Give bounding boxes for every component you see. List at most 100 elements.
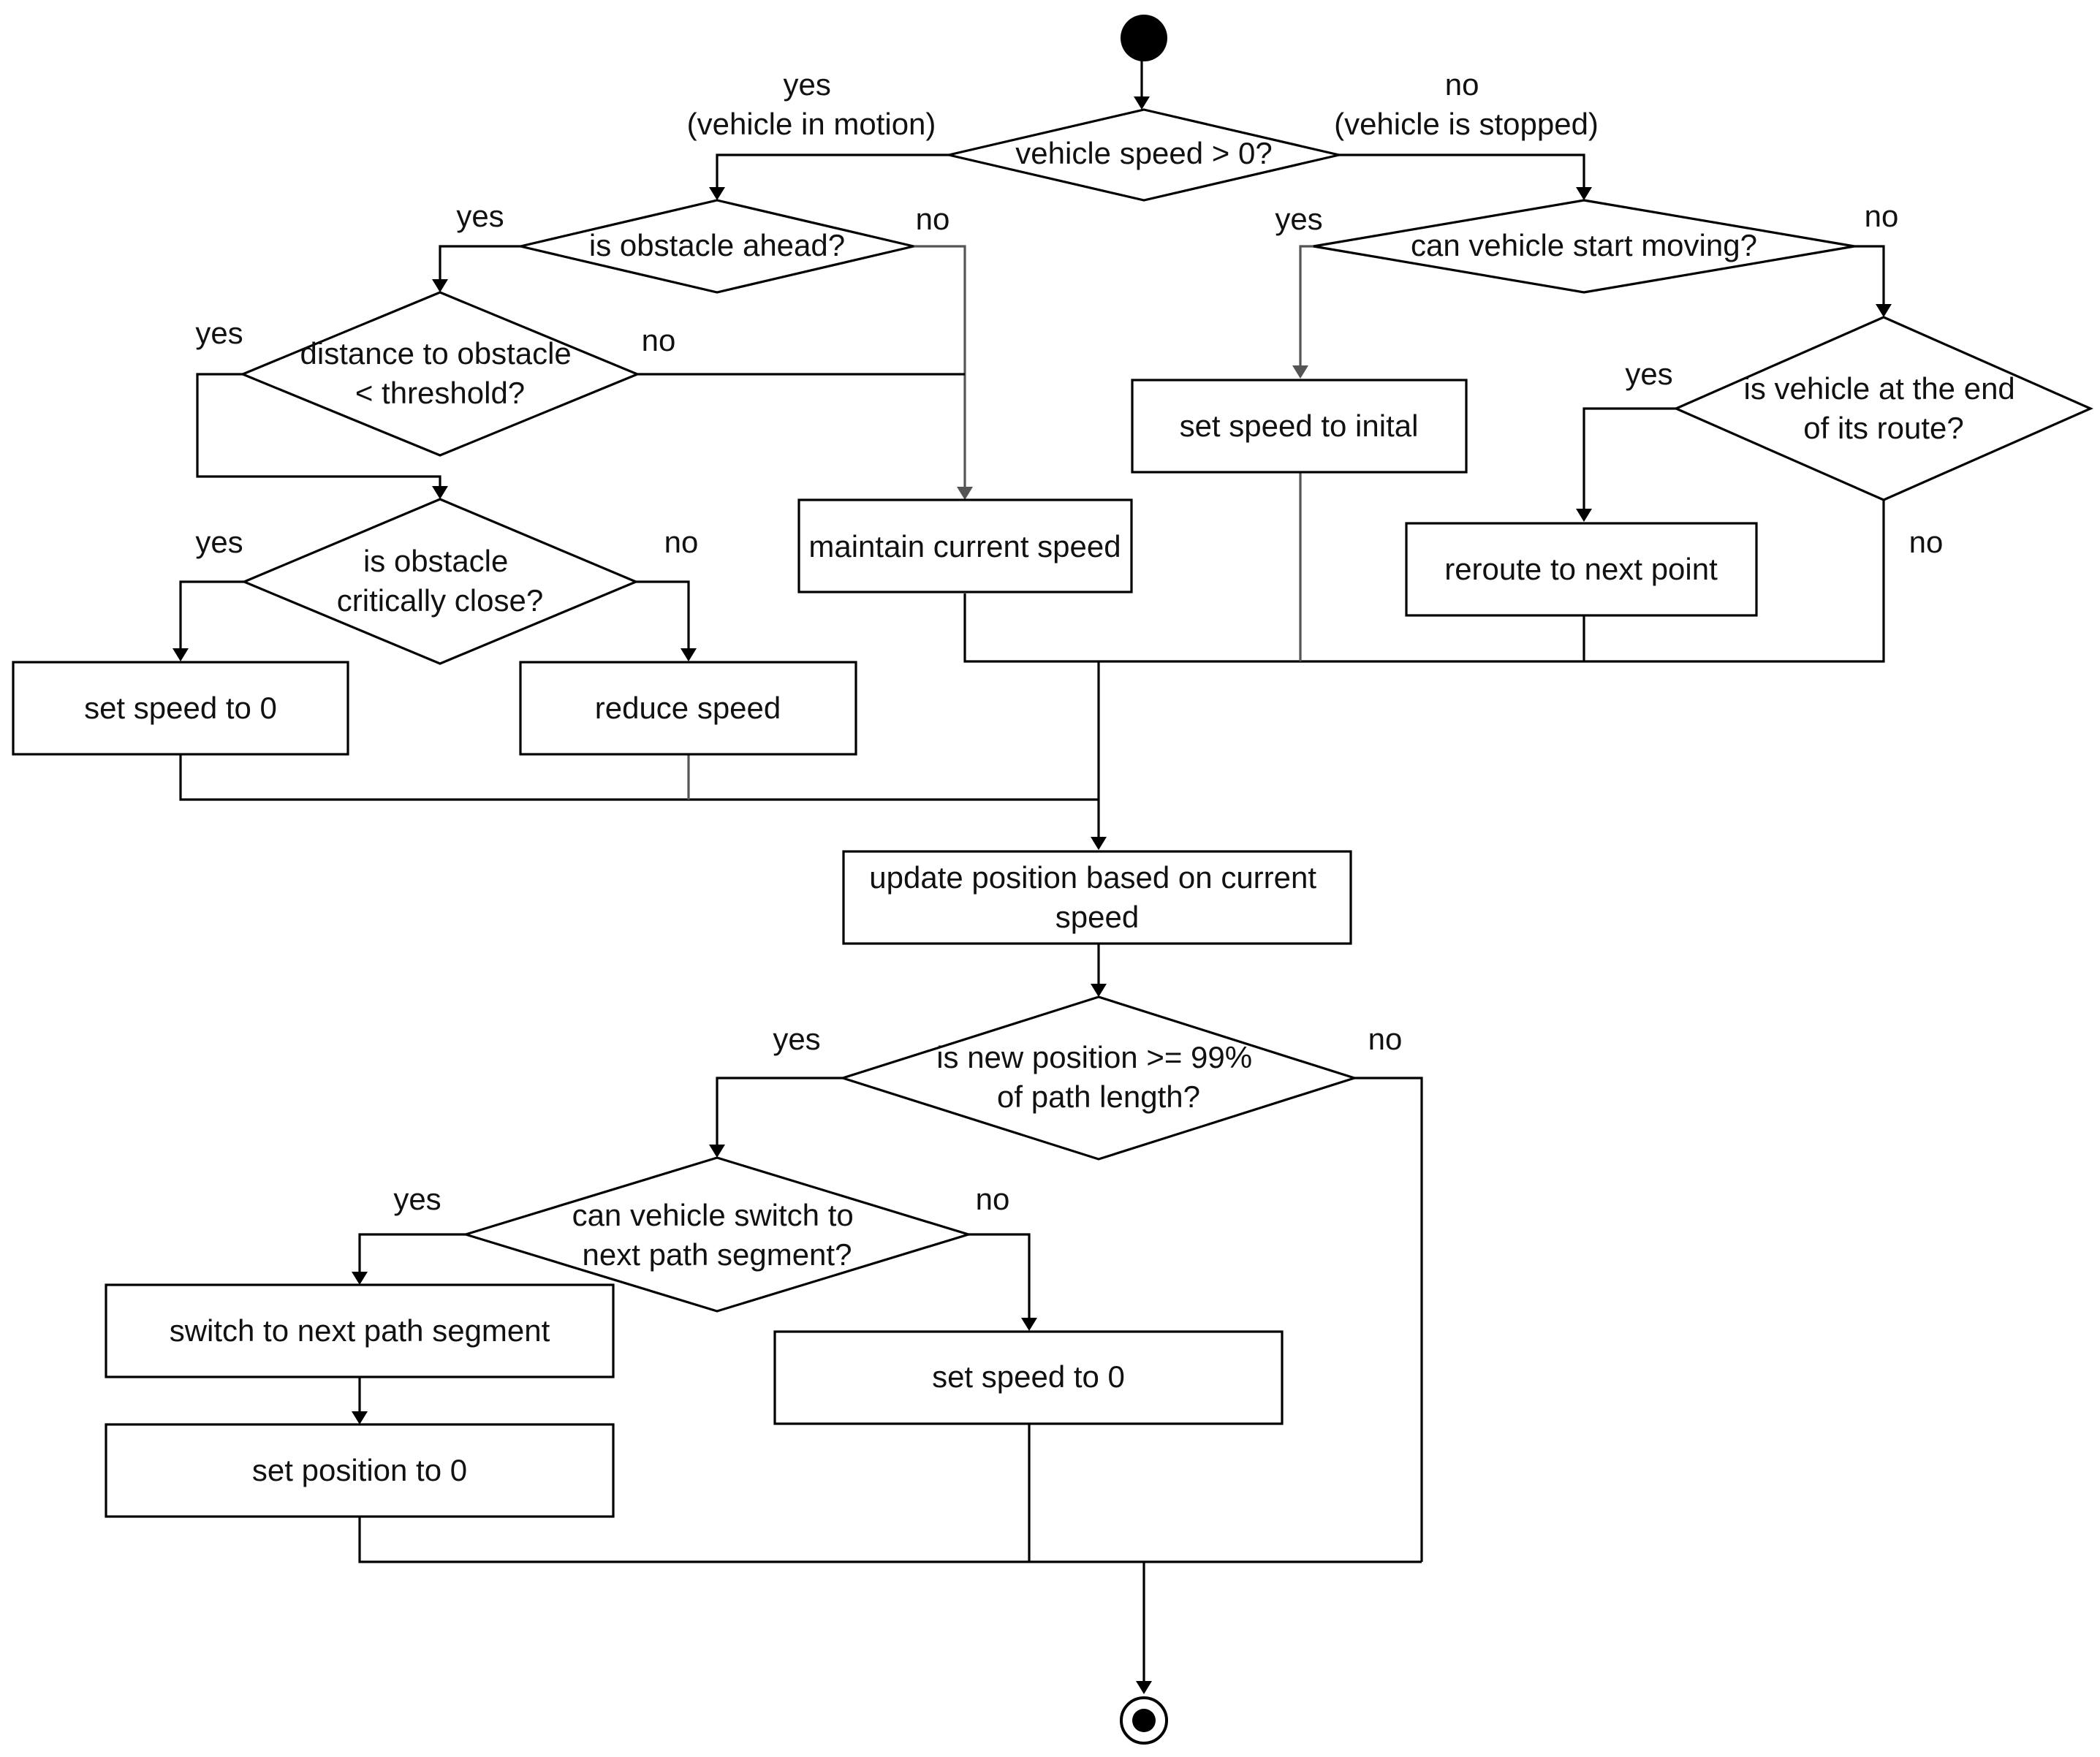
branch-label: (vehicle in motion) bbox=[687, 107, 936, 141]
branch-label: no bbox=[642, 323, 676, 357]
edge-motion-yes bbox=[716, 153, 949, 187]
action-text: speed bbox=[1055, 900, 1139, 934]
decision-critically-close: is obstacle critically close? bbox=[240, 498, 640, 665]
decision-text: of its route? bbox=[1803, 411, 1963, 445]
action-text: reduce speed bbox=[595, 691, 781, 725]
svg-text:no (vehicle is stopped): no (vehicle is stopped) bbox=[1334, 67, 1599, 141]
svg-text:distance to obstacle < t: distance to obstacle < threshold? bbox=[300, 336, 580, 410]
edge-start-no bbox=[1854, 245, 1885, 304]
action-text: update position based on current bbox=[869, 860, 1316, 895]
branch-label: yes bbox=[195, 316, 243, 350]
decision-text: can vehicle switch to bbox=[572, 1198, 854, 1232]
edge-obstacle-yes bbox=[439, 245, 520, 279]
arrowhead-icon bbox=[957, 487, 973, 500]
arrowhead-icon bbox=[352, 1272, 368, 1285]
action-reduce-speed: reduce speed bbox=[519, 661, 857, 756]
arrowhead-icon bbox=[1136, 1681, 1152, 1694]
svg-text:set speed to 0: set speed to 0 bbox=[932, 1359, 1125, 1394]
edge-distance-yes bbox=[196, 373, 441, 486]
arrowhead-icon bbox=[1091, 984, 1107, 997]
decision-distance-threshold: distance to obstacle < threshold? bbox=[239, 291, 641, 457]
action-maintain-speed: maintain current speed bbox=[797, 498, 1133, 593]
arrowhead-icon bbox=[352, 1411, 368, 1424]
decision-text: is vehicle at the end bbox=[1744, 371, 2015, 406]
branch-label: no bbox=[664, 525, 699, 559]
branch-label: yes bbox=[773, 1022, 820, 1056]
arrowhead-icon bbox=[1134, 96, 1150, 110]
branch-label: yes bbox=[393, 1182, 441, 1216]
svg-text:set speed to inital: set speed to inital bbox=[1180, 409, 1419, 443]
connectors bbox=[173, 60, 1892, 1694]
svg-text:switch to next path segment: switch to next path segment bbox=[170, 1313, 550, 1348]
arrowhead-icon bbox=[709, 187, 725, 200]
action-text: reroute to next point bbox=[1444, 552, 1718, 586]
action-text: switch to next path segment bbox=[170, 1313, 550, 1348]
action-update-position: update position based on current speed bbox=[842, 850, 1352, 945]
svg-text:is new position >= 99% o: is new position >= 99% of path length? bbox=[936, 1040, 1261, 1114]
decision-text: < threshold? bbox=[355, 376, 525, 410]
svg-text:set position to 0: set position to 0 bbox=[252, 1453, 467, 1487]
edge-merge-left bbox=[179, 755, 1099, 801]
branch-label: (vehicle is stopped) bbox=[1334, 107, 1599, 141]
end-node bbox=[1120, 1696, 1168, 1745]
svg-text:reduce speed: reduce speed bbox=[595, 691, 781, 725]
branch-label: yes bbox=[456, 199, 504, 233]
decision-text: is obstacle bbox=[363, 544, 508, 578]
edge-obstacle-no bbox=[914, 245, 966, 487]
branch-label: no bbox=[1909, 525, 1944, 559]
branch-label: no bbox=[1368, 1022, 1403, 1056]
decision-text: of path length? bbox=[997, 1079, 1200, 1114]
arrowhead-icon bbox=[1091, 837, 1107, 850]
action-switch-segment: switch to next path segment bbox=[105, 1283, 615, 1378]
action-set-position-zero: set position to 0 bbox=[105, 1423, 615, 1518]
arrowhead-icon bbox=[432, 279, 448, 292]
action-text: maintain current speed bbox=[808, 529, 1121, 563]
arrowhead-icon bbox=[173, 648, 189, 661]
action-text: set speed to 0 bbox=[932, 1359, 1125, 1394]
branch-label: no bbox=[1445, 67, 1479, 102]
decision-text: is obstacle ahead? bbox=[589, 228, 845, 262]
branch-label: no bbox=[916, 202, 950, 236]
decision-position-99: is new position >= 99% of path length? bbox=[838, 995, 1359, 1161]
start-node bbox=[1121, 15, 1167, 61]
action-text: set position to 0 bbox=[252, 1453, 467, 1487]
edge-motion-no bbox=[1336, 153, 1585, 187]
decision-text: can vehicle start moving? bbox=[1411, 228, 1757, 262]
edge-pos-no bbox=[1354, 1077, 1423, 1562]
decision-can-switch: can vehicle switch to next path segment? bbox=[461, 1156, 973, 1313]
svg-text:is vehicle at the end of: is vehicle at the end of its route? bbox=[1744, 371, 2024, 445]
branch-label: yes bbox=[195, 525, 243, 559]
decision-text: is new position >= 99% bbox=[936, 1040, 1252, 1074]
arrowhead-icon bbox=[1292, 365, 1308, 379]
arrowhead-icon bbox=[681, 648, 697, 661]
branch-labels: yes (vehicle in motion) no (vehicle is s… bbox=[195, 67, 1943, 1216]
edge-route-yes bbox=[1582, 407, 1676, 509]
svg-text:vehicle speed > 0?: vehicle speed > 0? bbox=[1015, 136, 1272, 170]
svg-text:can vehicle switch to ne: can vehicle switch to next path segment? bbox=[572, 1198, 863, 1272]
action-set-speed-zero-a: set speed to 0 bbox=[12, 661, 349, 756]
svg-text:maintain current speed: maintain current speed bbox=[808, 529, 1121, 563]
decision-can-start: can vehicle start moving? bbox=[1313, 199, 1855, 294]
edge-merge-bottom bbox=[358, 1517, 1422, 1563]
arrowhead-icon bbox=[1876, 304, 1892, 317]
arrowhead-icon bbox=[709, 1145, 725, 1158]
action-set-speed-initial: set speed to inital bbox=[1131, 379, 1468, 474]
edge-switch-no bbox=[968, 1233, 1031, 1318]
edge-merge-upper bbox=[963, 500, 1885, 663]
edge-start-yes bbox=[1299, 245, 1319, 365]
branch-label: yes bbox=[1625, 357, 1672, 391]
svg-text:update position based on curre: update position based on current speed bbox=[869, 860, 1324, 934]
svg-text:can vehicle start moving?: can vehicle start moving? bbox=[1411, 228, 1757, 262]
arrowhead-icon bbox=[1576, 187, 1592, 200]
action-text: set speed to inital bbox=[1180, 409, 1419, 443]
svg-text:is obstacle ahead?: is obstacle ahead? bbox=[589, 228, 845, 262]
decision-text: distance to obstacle bbox=[300, 336, 572, 371]
edge-critical-no bbox=[636, 580, 690, 648]
svg-text:yes (vehicle in motion): yes (vehicle in motion) bbox=[687, 67, 936, 141]
arrowhead-icon bbox=[432, 486, 448, 499]
decision-obstacle-ahead: is obstacle ahead? bbox=[520, 199, 914, 294]
svg-text:is obstacle critically c: is obstacle critically close? bbox=[337, 544, 543, 618]
decision-text: critically close? bbox=[337, 583, 543, 618]
branch-label: yes bbox=[783, 67, 830, 102]
